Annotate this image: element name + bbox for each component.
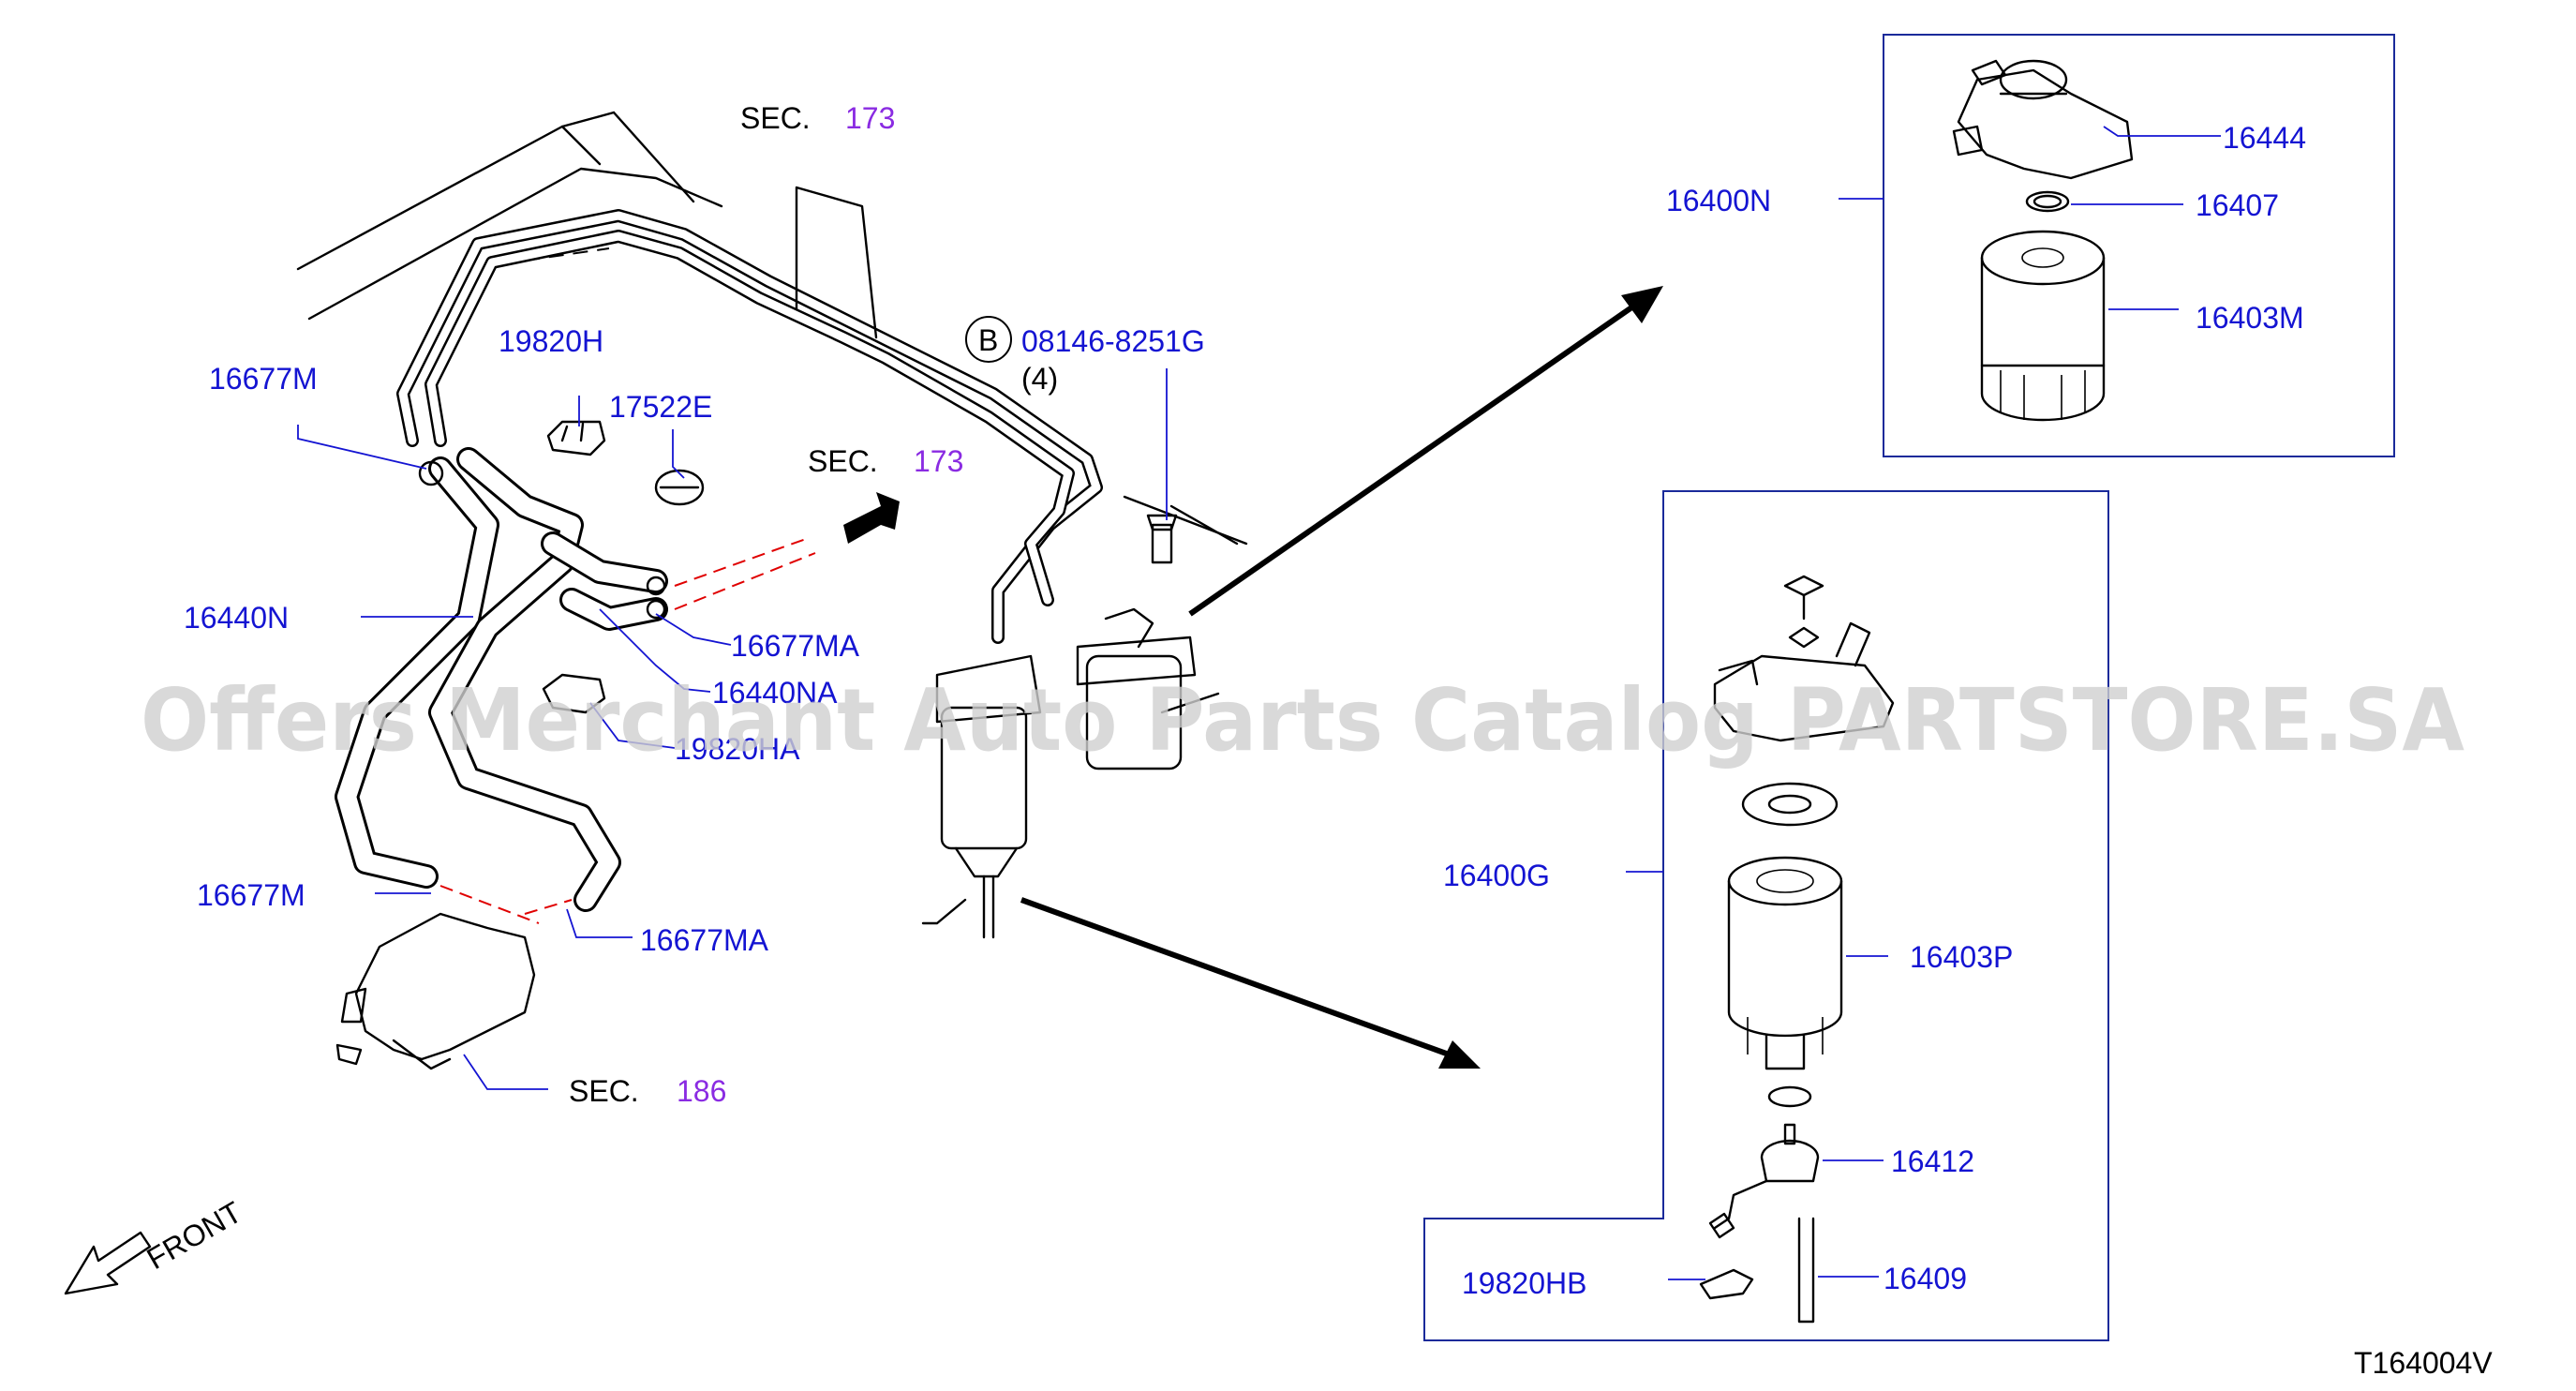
label-bolt-quantity: (4) [1021, 362, 1058, 396]
sec-bottom-word: SEC. [569, 1074, 639, 1108]
connection-lines [439, 538, 816, 924]
label-16440N: 16440N [184, 601, 289, 635]
fuel-pipes [396, 186, 1103, 644]
sec-top-word: SEC. [740, 101, 811, 135]
inset-16400G [1423, 490, 2109, 1341]
sec-bottom-number: 186 [677, 1074, 726, 1108]
watermark: Offers Merchant Auto Parts Catalog PARTS… [141, 670, 2464, 770]
label-19820HB: 19820HB [1462, 1266, 1586, 1300]
leader-lines [297, 126, 2221, 1280]
label-16400N: 16400N [1666, 184, 1771, 217]
bolt-marker-circle [965, 316, 1012, 363]
label-16677M-top: 16677M [209, 362, 318, 396]
label-16403M: 16403M [2196, 301, 2304, 335]
label-16677M-bottom: 16677M [197, 878, 305, 912]
inset-frame-16400N [1883, 34, 2395, 457]
label-16444: 16444 [2223, 121, 2306, 155]
sec-top-number: 173 [845, 101, 895, 135]
injection-pump [335, 912, 536, 1070]
label-16412: 16412 [1891, 1144, 1974, 1178]
section-references: SEC. 173 SEC. 173 SEC. 186 [569, 101, 963, 1108]
sec-mid-number: 173 [914, 444, 963, 478]
label-16400G: 16400G [1443, 859, 1550, 892]
hose-clips [542, 420, 705, 714]
bolt-marker-letter: B [978, 323, 998, 357]
label-19820HA: 19820HA [675, 732, 800, 766]
inset-16400N [1883, 34, 2395, 457]
front-label: FRONT [141, 1195, 247, 1276]
label-16409: 16409 [1884, 1262, 1967, 1295]
front-direction-indicator: FRONT [64, 1195, 247, 1295]
label-16677MA-bottom: 16677MA [640, 923, 769, 957]
label-bolt-08146-8251G: 08146-8251G [1021, 324, 1205, 358]
label-19820H: 19820H [499, 324, 603, 358]
sec-mid-word: SEC. [808, 444, 878, 478]
part-number-labels: 16677M 19820H 17522E 16440N 16677MA 1644… [184, 121, 2306, 1300]
diagram-code: T164004V [2354, 1346, 2493, 1380]
label-17522E: 17522E [609, 390, 712, 424]
label-16403P: 16403P [1910, 940, 2013, 974]
label-16407: 16407 [2196, 188, 2279, 222]
filter-assembly-installed [921, 514, 1220, 939]
inset-frame-16400G [1423, 490, 2109, 1341]
pointer-arrows [843, 286, 1663, 1069]
label-16440NA: 16440NA [712, 676, 838, 710]
label-16677MA-mid: 16677MA [731, 629, 860, 663]
